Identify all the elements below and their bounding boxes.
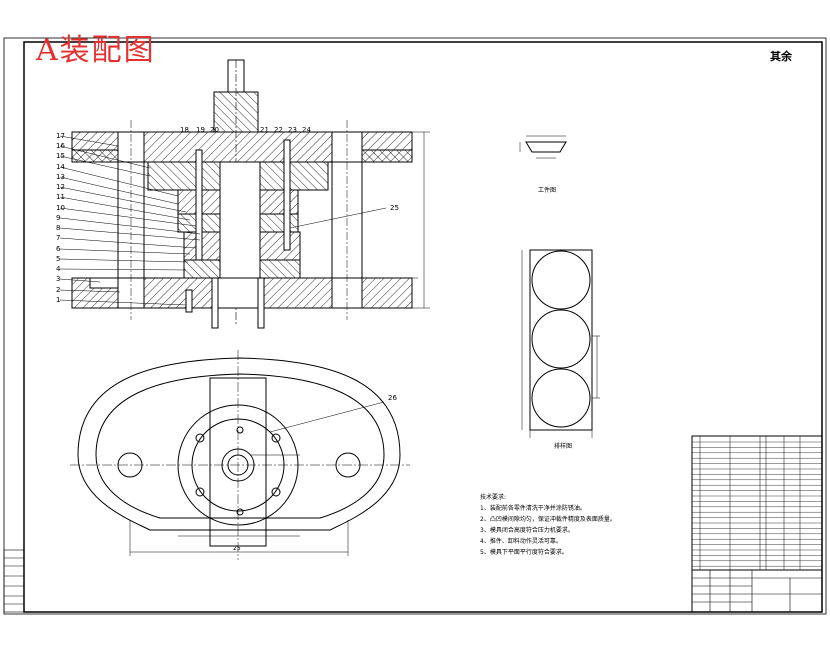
left-strip: [3, 549, 25, 613]
part-number: 15: [56, 152, 65, 160]
note-item: 3、模具闭合高度符合压力机要求。: [480, 527, 574, 534]
note-item: 2、凸凹模间隙均匀，保证冲裁件精度及表面质量。: [480, 516, 616, 523]
title-block: [691, 569, 823, 613]
part-number: 21: [260, 126, 269, 134]
part-number: 14: [56, 163, 65, 171]
notes-heading: 技术要求:: [480, 494, 507, 501]
leader-lines-left: [59, 135, 387, 306]
layout-label: 排样图: [554, 442, 572, 450]
part-number: 18: [180, 126, 189, 134]
left-strip-lines: [4, 557, 24, 605]
part-number: 10: [56, 204, 65, 212]
workpiece-drawing: [519, 135, 567, 159]
part-number: 20: [210, 126, 219, 134]
front-section-view: [71, 59, 430, 329]
part-number: 12: [56, 183, 65, 191]
part-number: 23: [288, 126, 297, 134]
workpiece-label: 工件图: [538, 186, 556, 194]
plan-view: [70, 350, 410, 560]
part-number: 22: [274, 126, 283, 134]
part-number: 8: [56, 224, 60, 232]
note-item: 1、装配前各零件清洗干净并涂防锈油。: [480, 505, 586, 512]
technical-requirements: 技术要求: 1、装配前各零件清洗干净并涂防锈油。 2、凸凹模间隙均匀，保证冲裁件…: [480, 492, 616, 558]
part-number: 16: [56, 142, 65, 150]
part-number: 11: [56, 193, 65, 201]
strip-layout: [521, 249, 600, 438]
part-number: 19: [196, 126, 205, 134]
part-number: 9: [56, 214, 60, 222]
outer-frame: [3, 37, 827, 615]
part-number: 6: [56, 245, 61, 253]
table-rows: [692, 441, 822, 567]
part-number: 17: [56, 132, 65, 140]
part-number: 5: [56, 255, 60, 263]
note-item: 4、推件、卸料动作灵活可靠。: [480, 538, 562, 545]
part-number: 24: [302, 126, 311, 134]
part-number: 13: [56, 173, 65, 181]
part-number-labels: 17 16 15 14 13 12 11 10 9 8 7 6 5 4 3 2 …: [56, 126, 399, 402]
part-number: 4: [56, 265, 61, 273]
part-number: 2: [56, 286, 60, 294]
part-number: 7: [56, 234, 60, 242]
part-number: 3: [56, 275, 60, 283]
inner-frame: [23, 41, 823, 613]
roughness-note: 其余: [770, 50, 792, 63]
part-number: 26: [388, 394, 397, 402]
dimension-label: 25: [233, 545, 241, 552]
part-number: 1: [56, 296, 60, 304]
drawing-title-stamp: A装配图: [36, 33, 156, 68]
note-item: 5、模具下平面平行度符合要求。: [480, 549, 568, 556]
part-number: 25: [390, 204, 399, 212]
